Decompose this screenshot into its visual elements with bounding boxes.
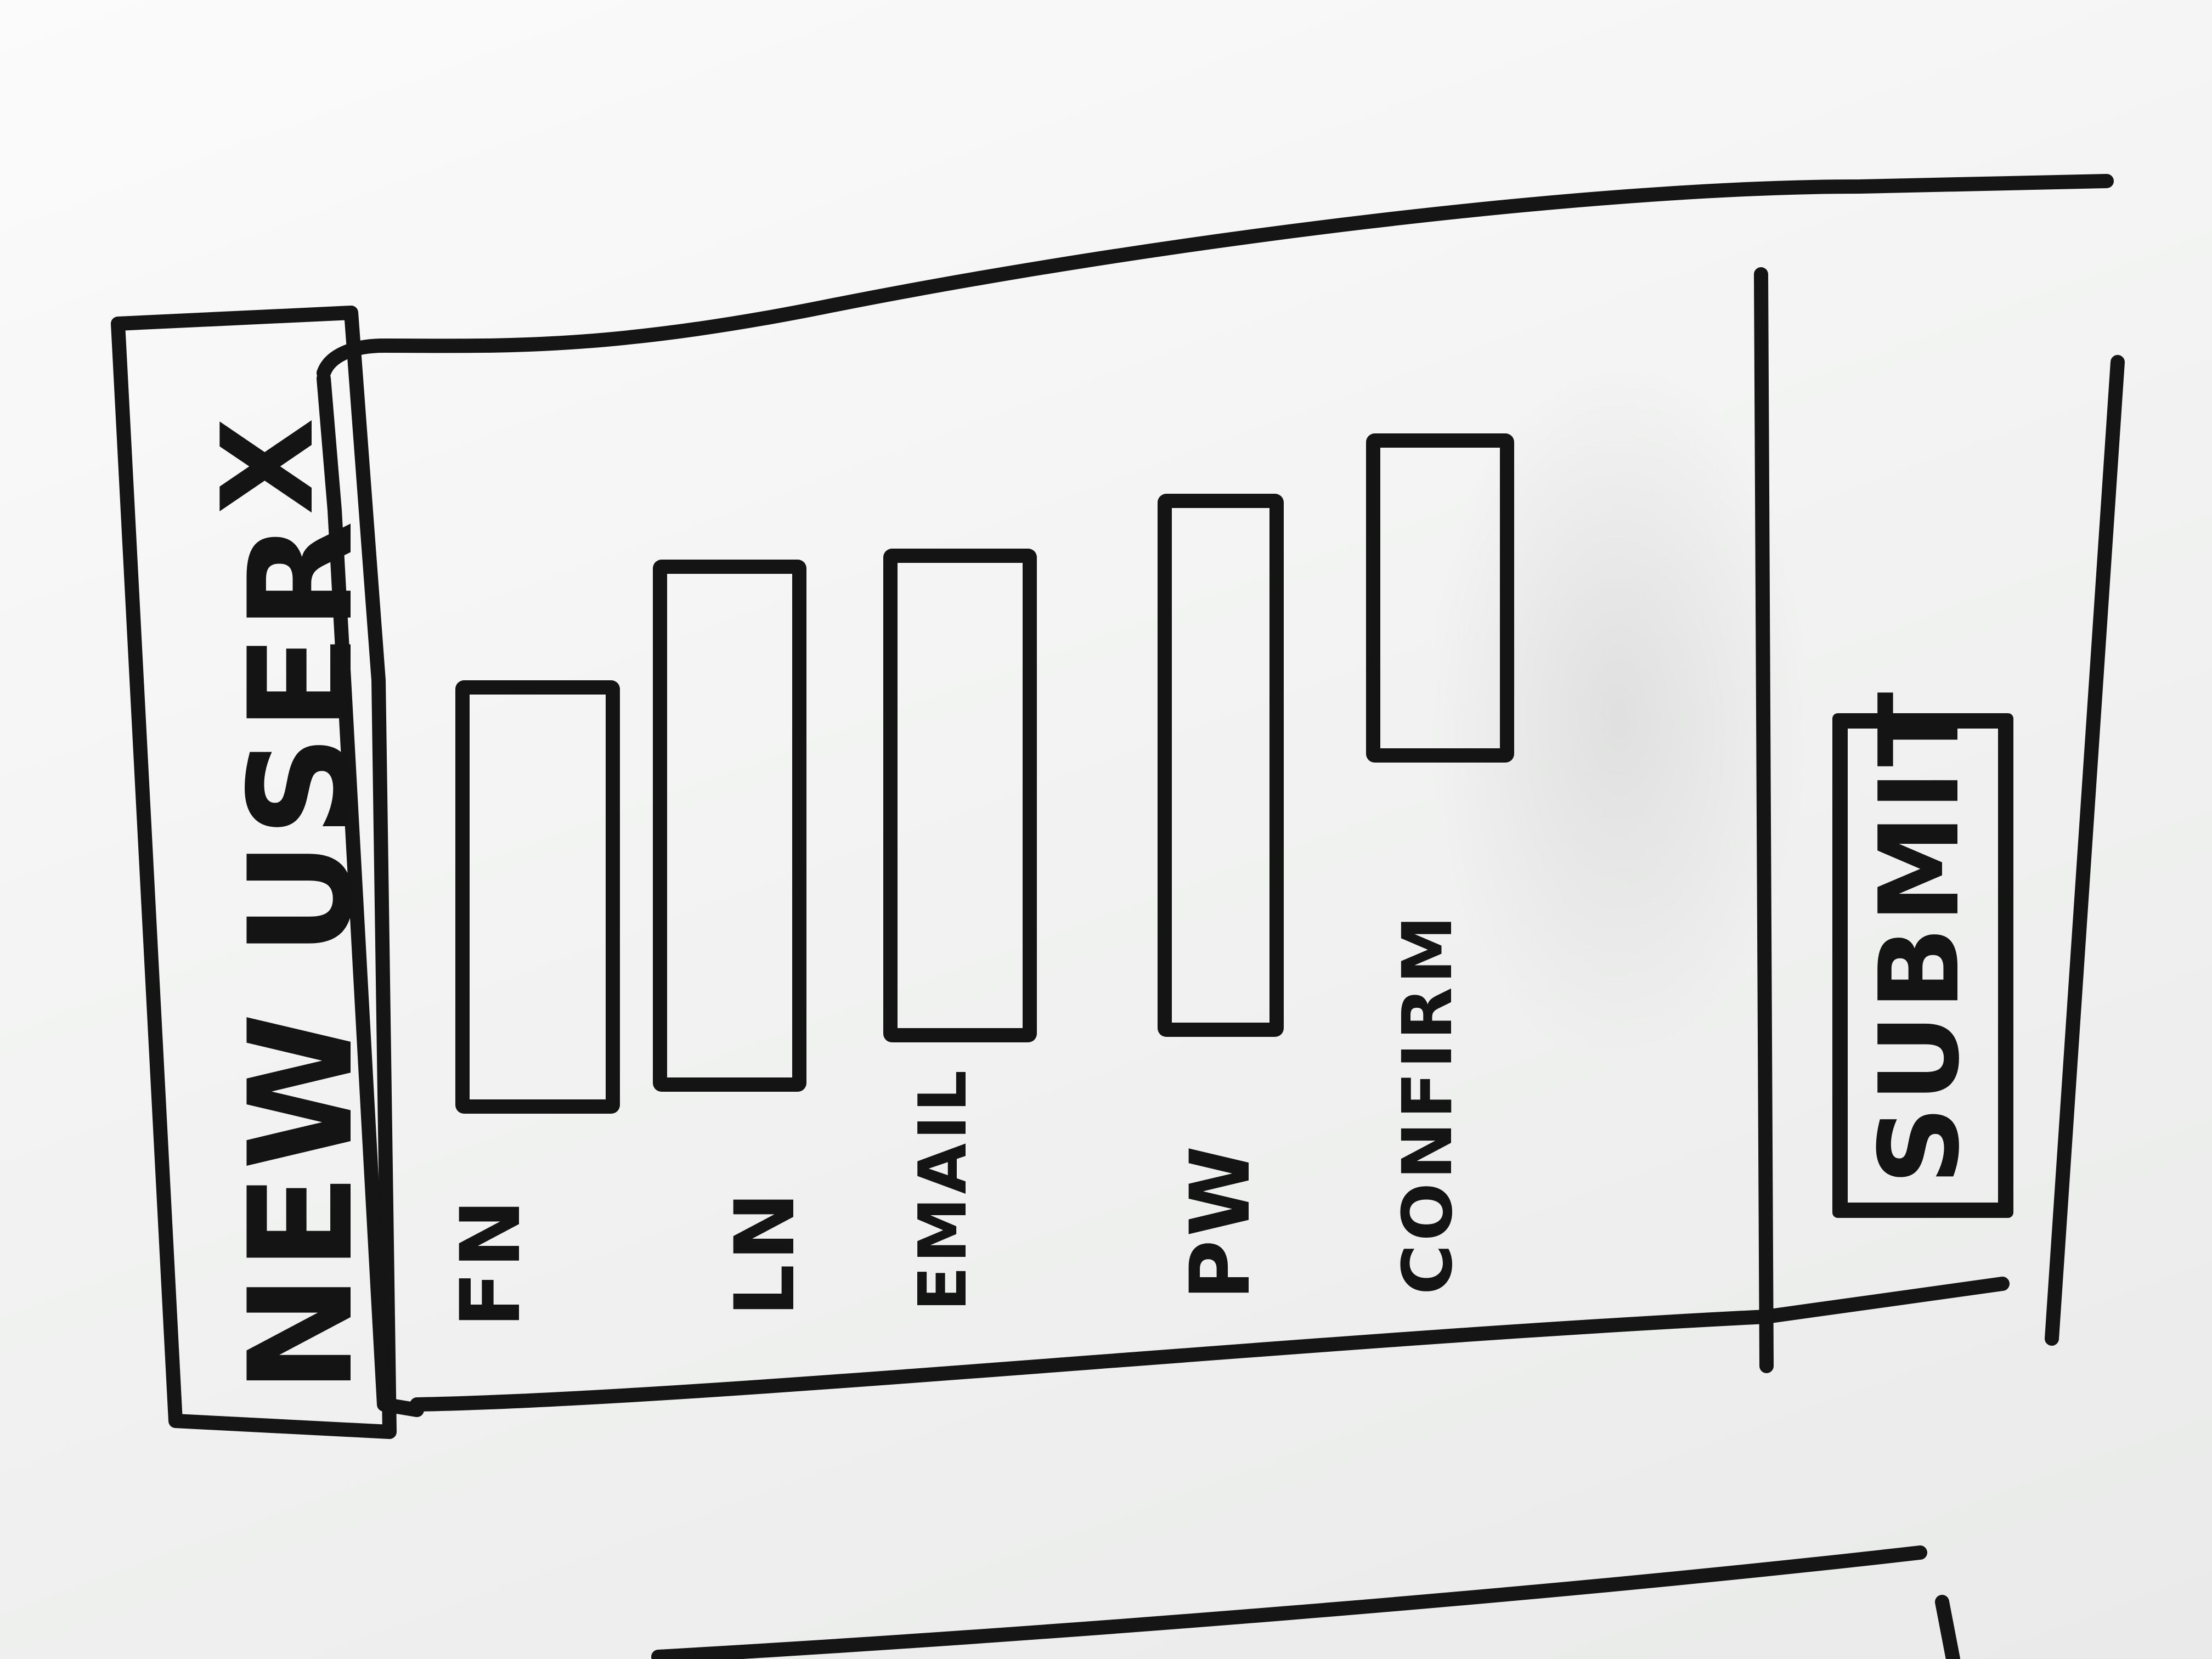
window-frame bbox=[111, 306, 397, 1439]
confirm-password-field[interactable] bbox=[1366, 433, 1514, 763]
right-edge bbox=[2045, 355, 2125, 1346]
submit-button[interactable] bbox=[1832, 713, 2013, 1218]
dialog-panel bbox=[317, 174, 2114, 380]
email-label: EMAIL bbox=[905, 1066, 981, 1311]
dialog-panel-left bbox=[317, 371, 424, 1417]
column-separator bbox=[1754, 267, 1774, 1373]
submit-button-label: SUBMIT bbox=[1856, 689, 1984, 1185]
confirm-label: CONFIRM bbox=[1388, 912, 1468, 1295]
lower-panel-edge bbox=[1935, 1595, 1960, 1659]
password-label: PW bbox=[1173, 1142, 1268, 1300]
dialog-panel-bottom bbox=[410, 1277, 2010, 1412]
first-name-label: FN bbox=[443, 1195, 539, 1328]
last-name-field[interactable] bbox=[653, 560, 806, 1092]
dialog-title: NEW USER bbox=[219, 517, 385, 1393]
last-name-label: LN bbox=[718, 1188, 813, 1317]
first-name-field[interactable] bbox=[455, 680, 620, 1114]
lower-panel-top bbox=[651, 1545, 1927, 1659]
close-icon[interactable]: X bbox=[195, 417, 342, 515]
password-field[interactable] bbox=[1158, 494, 1284, 1037]
email-field[interactable] bbox=[883, 549, 1037, 1042]
